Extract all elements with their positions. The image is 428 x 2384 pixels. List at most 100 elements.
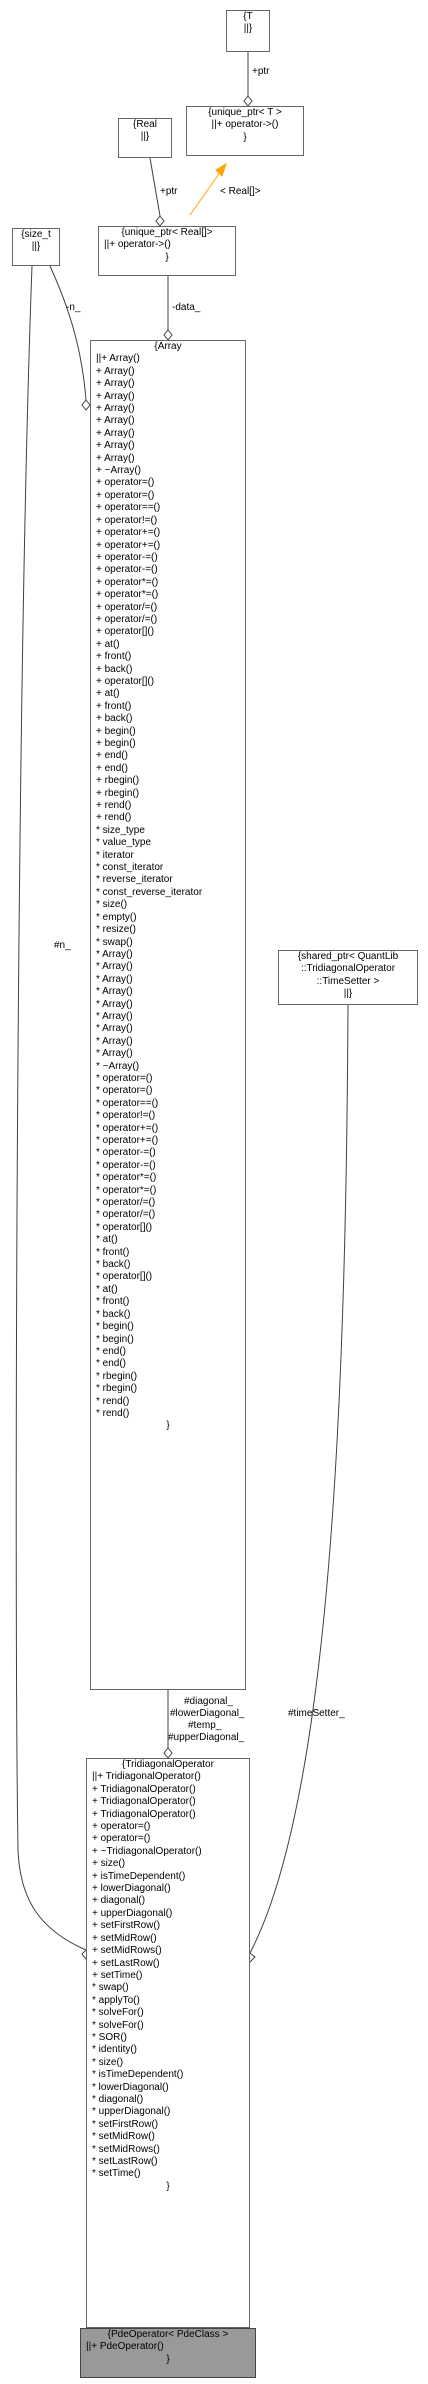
node-member: + operator/=() (96, 613, 158, 625)
node-member: ::TridiagonalOperator (300, 963, 396, 975)
node-unique-ptr-real[interactable]: {unique_ptr< Real[]> ||+ operator->() } (98, 226, 236, 276)
node-member: * operator*=() (96, 1184, 157, 1196)
node-pde-operator[interactable]: {PdeOperator< PdeClass > ||+ PdeOperator… (80, 2328, 256, 2378)
node-member: + operator[]() (96, 675, 155, 687)
node-member: + Array() (96, 440, 135, 452)
node-member: * ~Array() (96, 1060, 140, 1072)
node-shared-ptr-time-setter[interactable]: {shared_ptr< QuantLib ::TridiagonalOpera… (278, 950, 418, 1005)
node-member: + begin() (96, 738, 136, 749)
node-member: * Array() (96, 948, 133, 960)
node-member: ||+ Array() (96, 353, 140, 365)
node-member: ::TimeSetter > (316, 975, 380, 987)
node-member: ||} (140, 131, 150, 143)
node-member: * setMidRows() (92, 2143, 160, 2155)
node-member: + TridiagonalOperator() (92, 1796, 196, 1808)
node-end: } (243, 131, 247, 143)
node-member: * operator[]() (96, 1271, 153, 1283)
edge-label-n-tridiag: #n_ (54, 940, 71, 951)
node-member: + back() (96, 663, 133, 675)
node-member: * value_type (96, 837, 152, 849)
aggregation-diamond (163, 1747, 173, 1759)
node-title: {TridiagonalOperator (122, 1759, 214, 1770)
node-member: + setFirstRow() (92, 1920, 161, 1932)
node-member: + operator=() (96, 477, 155, 489)
node-member: * size() (96, 899, 128, 911)
node-tridiagonal-operator[interactable]: {TridiagonalOperator ||+ TridiagonalOper… (86, 1758, 250, 2328)
node-member: * front() (96, 1296, 130, 1308)
node-member: * operator/=() (96, 1197, 156, 1209)
node-member: * end() (96, 1358, 127, 1370)
node-member: ||+ TridiagonalOperator() (92, 1771, 201, 1783)
template-arrowhead (215, 162, 227, 177)
node-real[interactable]: {Real ||} (118, 118, 172, 158)
node-member: ||+ operator->() (104, 239, 171, 251)
node-member: * operator!=() (96, 1110, 156, 1122)
aggregation-diamond (243, 95, 253, 107)
node-member: * operator=() (96, 1072, 153, 1084)
node-title: {unique_ptr< Real[]> (121, 227, 213, 238)
node-unique-ptr-t[interactable]: {unique_ptr< T > ||+ operator->() } (186, 106, 304, 156)
node-end: } (165, 251, 169, 263)
node-member: * back() (96, 1308, 131, 1320)
node-member: * operator[]() (96, 1221, 153, 1233)
node-member: + back() (96, 713, 133, 725)
node-member: + operator/=() (96, 601, 158, 613)
node-member: * solveFor() (92, 2019, 144, 2031)
node-member: + at() (96, 688, 120, 700)
node-member: * operator==() (96, 1097, 159, 1109)
node-member: + at() (96, 638, 120, 650)
node-member: ||} (243, 23, 253, 35)
node-member: * setFirstRow() (92, 2118, 159, 2130)
node-member: + Array() (96, 427, 135, 439)
node-member: * rend() (96, 1407, 130, 1419)
node-member: + Array() (96, 378, 135, 390)
node-end: ||} (343, 988, 353, 1000)
node-array[interactable]: {Array ||+ Array()+ Array()+ Array()+ Ar… (90, 340, 246, 1690)
node-member: * resize() (96, 924, 137, 936)
node-member: + Array() (96, 452, 135, 464)
node-member: + operator!=() (96, 514, 158, 526)
node-member: + diagonal() (92, 1895, 146, 1907)
node-member: ||+ PdeOperator() (86, 2341, 164, 2353)
node-member: + setLastRow() (92, 1957, 160, 1969)
node-member: * const_iterator (96, 862, 164, 874)
node-member: + rend() (96, 800, 132, 812)
node-end: } (166, 1420, 170, 1432)
node-member: * reverse_iterator (96, 874, 173, 886)
node-member: + end() (96, 762, 128, 774)
node-t[interactable]: {T ||} (226, 10, 270, 52)
node-member: + setTime() (92, 1969, 143, 1981)
node-member: + TridiagonalOperator() (92, 1783, 196, 1795)
node-member: * operator+=() (96, 1122, 159, 1134)
node-member: * Array() (96, 998, 133, 1010)
node-member: + ~TridiagonalOperator() (92, 1845, 202, 1857)
node-title: {shared_ptr< QuantLib (297, 951, 399, 962)
node-member: * solveFor() (92, 2007, 144, 2019)
node-member: * back() (96, 1259, 131, 1271)
node-member: * applyTo() (92, 1994, 140, 2006)
node-title: {Array (154, 341, 182, 352)
edge-label-temp: #temp_ (188, 1720, 222, 1731)
node-member: * Array() (96, 1048, 133, 1060)
node-member: + operator==() (96, 502, 161, 514)
node-member: ||} (31, 241, 41, 253)
node-member: + rend() (96, 812, 132, 824)
node-member: * empty() (96, 911, 137, 923)
node-member: * upperDiagonal() (92, 2106, 171, 2118)
node-member: * const_reverse_iterator (96, 886, 203, 898)
node-member: + ~Array() (96, 465, 142, 477)
edge-label-n-array: -n_ (66, 302, 81, 313)
node-member: + operator-=() (96, 564, 158, 576)
edge-label-diagonal: #diagonal_ (184, 1696, 233, 1707)
node-member: * Array() (96, 986, 133, 998)
node-member: * iterator (96, 849, 134, 861)
node-size-t[interactable]: {size_t ||} (12, 228, 60, 266)
node-member: + Array() (96, 365, 135, 377)
node-member: * rbegin() (96, 1370, 138, 1382)
aggregation-diamond (81, 399, 91, 411)
node-member: * rend() (96, 1395, 130, 1407)
node-end: } (166, 2353, 170, 2365)
edge-label-ptr-t: +ptr (252, 66, 270, 77)
edge-ptr-real (149, 157, 161, 217)
node-member: * operator-=() (96, 1147, 156, 1159)
